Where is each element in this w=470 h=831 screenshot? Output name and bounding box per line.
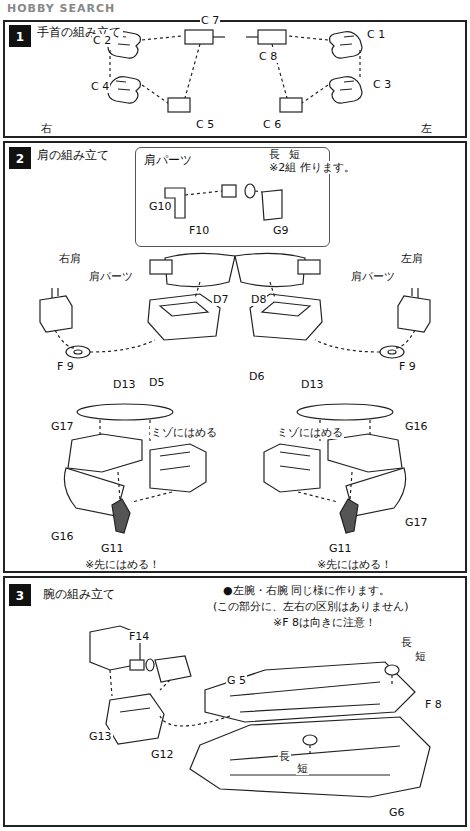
part-label: ※F 8は向きに注意！ — [272, 616, 377, 629]
part-label: C 4 — [90, 80, 110, 93]
part-label: (この部分に、左右の区別はありません) — [212, 600, 410, 613]
part-label: ※2組 作ります。 — [268, 161, 356, 174]
part-label: F10 — [188, 224, 210, 237]
part-label: C 7 — [200, 14, 220, 27]
part-label: 左肩 — [400, 252, 424, 265]
step-number-text: 3 — [16, 589, 24, 603]
heading-text: 肩パーツ — [142, 152, 194, 169]
part-label: G13 — [88, 730, 113, 743]
part-label: G11 — [100, 542, 125, 555]
step-panel: 肩の組み立て 2 肩パーツ — [3, 141, 467, 573]
part-label: G12 — [150, 748, 175, 761]
part-label: D8 — [250, 293, 267, 306]
step-number: 1 — [9, 25, 31, 47]
step-panel: 手首の組み立て1 — [3, 20, 467, 138]
part-label: C 6 — [262, 118, 282, 131]
part-label: ※先にはめる！ — [316, 558, 393, 571]
part-label: G 5 — [226, 674, 247, 687]
part-label: 短 — [414, 650, 427, 663]
step-number: 3 — [9, 584, 31, 606]
part-label: C 5 — [195, 118, 215, 131]
part-label: 左 — [420, 122, 433, 135]
part-label: G17 — [404, 516, 429, 529]
part-label: ※先にはめる！ — [84, 558, 161, 571]
part-label: F14 — [128, 630, 150, 643]
part-label: G16 — [404, 420, 429, 433]
part-label: G9 — [272, 224, 290, 237]
part-label: F 9 — [398, 360, 417, 373]
part-label: ●左腕・右腕 同じ様に作ります。 — [222, 584, 391, 597]
part-label: ミゾにはめる — [150, 426, 218, 439]
part-label: C 8 — [258, 50, 278, 63]
part-label: C 2 — [92, 34, 112, 47]
heading-text: 肩の組み立て — [35, 147, 111, 164]
part-label: ミゾにはめる — [276, 426, 344, 439]
part-label: G16 — [50, 530, 75, 543]
step-number-text: 1 — [16, 30, 24, 44]
watermark: HOBBY SEARCH — [6, 2, 116, 15]
part-label: G17 — [50, 420, 75, 433]
part-label: G6 — [388, 806, 406, 819]
step-number-text: 2 — [16, 152, 24, 166]
part-label: 長 — [400, 636, 413, 649]
part-label: F 8 — [424, 698, 443, 711]
part-label: 肩パーツ — [88, 270, 134, 283]
part-label: 短 — [296, 762, 309, 775]
part-label: C 3 — [372, 78, 392, 91]
part-label: 短 — [288, 148, 301, 161]
part-label: D13 — [300, 378, 324, 391]
part-label: 長 — [278, 750, 291, 763]
part-label: 長 — [268, 148, 281, 161]
part-label: D6 — [248, 370, 265, 383]
part-label: D5 — [148, 376, 165, 389]
part-label: 肩パーツ — [350, 270, 396, 283]
part-label: D7 — [212, 293, 229, 306]
part-label: F 9 — [56, 360, 75, 373]
heading-text: 腕の組み立て — [41, 586, 117, 603]
step-panel: 腕の組み立て 3 — [3, 576, 467, 827]
part-label: G11 — [328, 542, 353, 555]
part-label: C 1 — [366, 28, 386, 41]
part-label: 右 — [40, 122, 53, 135]
part-label: 右肩 — [58, 252, 82, 265]
part-label: D13 — [112, 378, 136, 391]
part-label: G10 — [148, 200, 173, 213]
step-number: 2 — [9, 147, 31, 169]
